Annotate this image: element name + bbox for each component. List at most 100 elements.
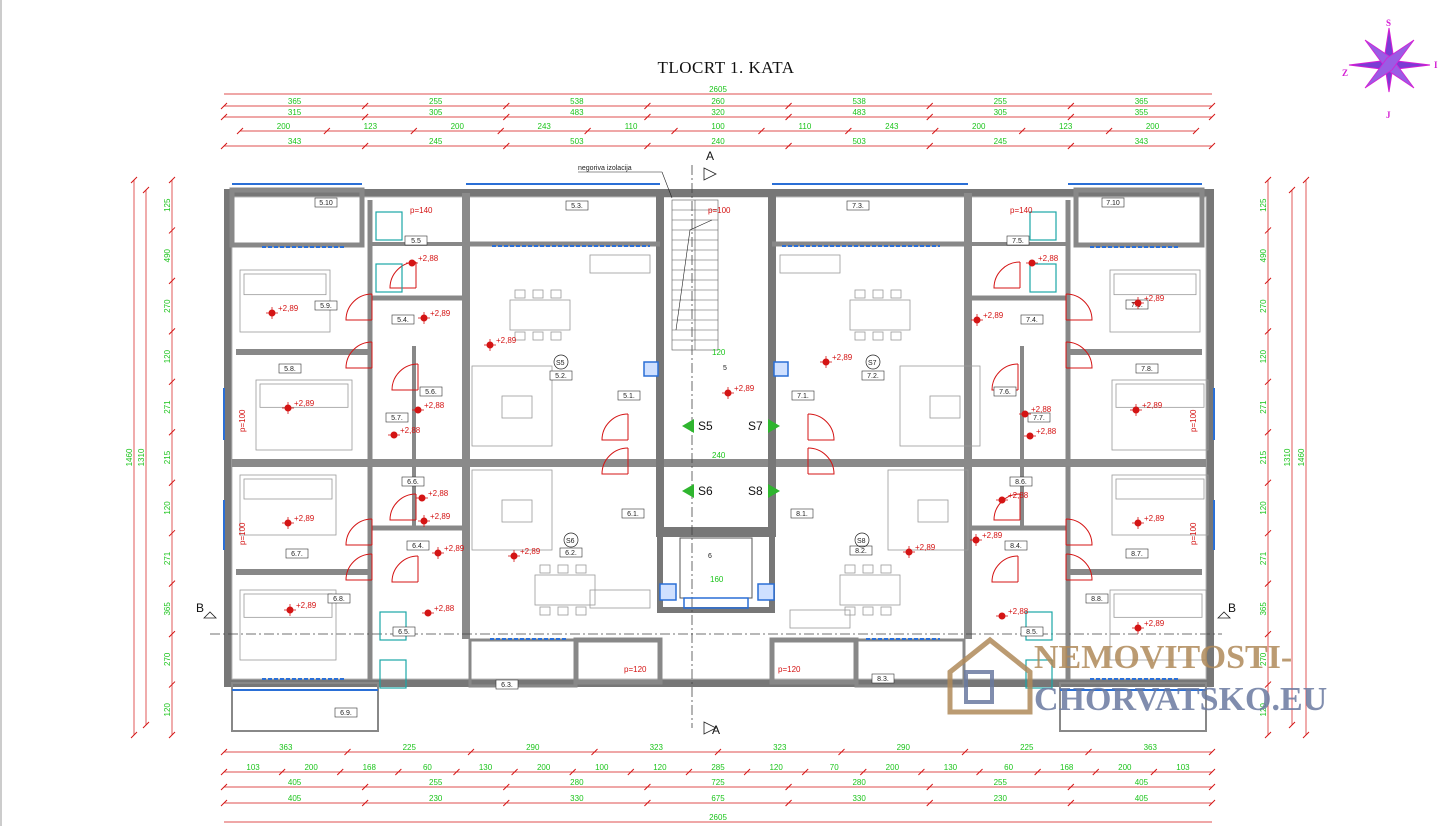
- bottom-row1-label: 290: [897, 743, 911, 752]
- level-marker-wet: +2,88: [434, 604, 455, 613]
- left-parts-label: 120: [163, 501, 172, 515]
- unit-s5-tag: S5: [698, 419, 713, 433]
- room-tag: 8.7.: [1131, 551, 1143, 558]
- right-parts-label: 271: [1259, 551, 1268, 565]
- building-walls: [224, 187, 1214, 732]
- compass-west: Z: [1342, 68, 1348, 78]
- room-tag: 8.4.: [1010, 543, 1022, 550]
- level-marker: +2,89: [1144, 619, 1165, 628]
- plan-title: TLOCRT 1. KATA: [657, 58, 795, 77]
- watermark-logo: NEMOVITOSTI- CHORVATSKO.EU: [947, 636, 1327, 718]
- section-markers: A A B B: [196, 149, 1236, 737]
- bottom-row3-label: 255: [994, 778, 1008, 787]
- room-tag: 7.6.: [999, 389, 1011, 396]
- top-row3-label: 100: [711, 122, 725, 131]
- bottom-overall-dim: 2605: [709, 813, 727, 822]
- watermark-line2: CHORVATSKO.EU: [1034, 681, 1327, 718]
- bottom-row2-label: 103: [1176, 763, 1190, 772]
- unit-s7-tag: S7: [748, 419, 763, 433]
- unit-circle-s6: S6: [566, 538, 575, 545]
- top-row2-label: 315: [288, 108, 302, 117]
- bottom-row2-label: 168: [363, 763, 377, 772]
- left-parts-label: 490: [163, 248, 172, 262]
- room-tag: 5.8.: [284, 366, 296, 373]
- top-row3-label: 200: [1146, 122, 1160, 131]
- left-parts-label: 270: [163, 652, 172, 666]
- bottom-row4-label: 330: [852, 794, 866, 803]
- level-marker: +2,89: [278, 304, 299, 313]
- right-parts-label: 270: [1259, 652, 1268, 666]
- bottom-row3-label: 405: [1135, 778, 1149, 787]
- room-tag: 5.4.: [397, 317, 409, 324]
- parapet-7-5: p=140: [1010, 206, 1033, 215]
- elevator-number: 6: [708, 553, 712, 560]
- bottom-row3-label: 255: [429, 778, 443, 787]
- room-tag: 5.2.: [555, 373, 567, 380]
- level-marker-wet: +2,88: [400, 426, 421, 435]
- bottom-row2-label: 130: [479, 763, 493, 772]
- parapet-right-2: p=100: [1189, 522, 1198, 545]
- level-marker: +2,89: [1142, 401, 1163, 410]
- stair-number: 5: [723, 365, 727, 372]
- parapet-8-1: p=120: [778, 665, 801, 674]
- top-row1-label: 538: [570, 97, 584, 106]
- room-tag: 6.9.: [340, 710, 352, 717]
- unit-circles: [553, 354, 881, 548]
- room-tag: 5.5: [411, 238, 421, 245]
- top-row3-label: 243: [538, 122, 552, 131]
- left-parts-label: 125: [163, 198, 172, 212]
- unit-circle-s7: S7: [868, 360, 877, 367]
- staircase: [671, 199, 719, 351]
- unit-entrance-arrows: [682, 419, 780, 498]
- bottom-row2-label: 130: [944, 763, 958, 772]
- room-tag: 5.7.: [391, 415, 403, 422]
- level-marker: +2,89: [296, 601, 317, 610]
- bottom-row2-label: 200: [304, 763, 318, 772]
- room-tag: 5.1.: [623, 393, 635, 400]
- level-marker: +2,89: [832, 353, 853, 362]
- right-parts-label: 215: [1259, 450, 1268, 464]
- section-lines: [210, 165, 1222, 728]
- bottom-row4-label: 230: [994, 794, 1008, 803]
- room-tag: 8.8.: [1091, 596, 1103, 603]
- bottom-row2-label: 285: [711, 763, 725, 772]
- compass-east: I: [1434, 60, 1438, 70]
- bottom-row4-label: 405: [1135, 794, 1149, 803]
- bottom-row2-label: 100: [595, 763, 609, 772]
- bottom-row2-label: 168: [1060, 763, 1074, 772]
- room-tag: 6.3.: [501, 682, 513, 689]
- top-row4-label: 503: [852, 137, 866, 146]
- room-tag: 8.5.: [1026, 629, 1038, 636]
- top-row1-label: 538: [852, 97, 866, 106]
- right-parts-label: 270: [1259, 299, 1268, 313]
- top-row1-label: 260: [711, 97, 725, 106]
- unit-circle-s5: S5: [556, 360, 565, 367]
- bottom-row2-label: 103: [246, 763, 260, 772]
- elevator-shaft: [679, 537, 753, 609]
- level-marker: +2,89: [496, 336, 517, 345]
- level-marker: +2,89: [520, 547, 541, 556]
- room-tag: 5.10: [319, 200, 333, 207]
- level-marker: +2,89: [915, 543, 936, 552]
- level-marker: +2,89: [982, 531, 1003, 540]
- room-tag: 6.8.: [333, 596, 345, 603]
- room-tag: 6.1.: [627, 511, 639, 518]
- top-row3-label: 110: [799, 122, 812, 131]
- bottom-row1-label: 225: [1020, 743, 1034, 752]
- top-row2-label: 305: [994, 108, 1008, 117]
- room-tag: 6.4.: [412, 543, 424, 550]
- parapet-6-1: p=120: [624, 665, 647, 674]
- bottom-row2-label: 200: [1118, 763, 1132, 772]
- top-row3-label: 200: [972, 122, 986, 131]
- room-tag: 7.3.: [852, 203, 864, 210]
- left-outer-label: 1460: [125, 448, 134, 466]
- top-row1-label: 365: [1135, 97, 1149, 106]
- parapet-5-5: p=140: [410, 206, 433, 215]
- furniture: [239, 211, 1209, 689]
- level-marker: +2,89: [430, 309, 451, 318]
- section-a-bottom: A: [712, 723, 720, 737]
- room-tag: 7.1.: [797, 393, 809, 400]
- right-outer-label: 1460: [1297, 448, 1306, 466]
